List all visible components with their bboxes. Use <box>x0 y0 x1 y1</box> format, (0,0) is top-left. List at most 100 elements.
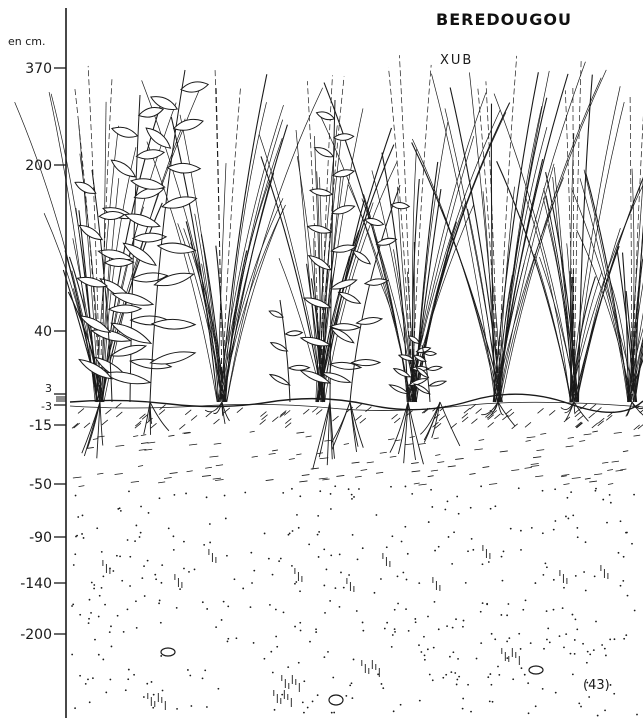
soil-hatch <box>591 422 599 429</box>
soil-dot <box>98 594 101 597</box>
soil-dot <box>158 599 161 602</box>
leafy-plant <box>388 334 432 403</box>
soil-dash <box>97 472 104 475</box>
soil-dash <box>427 475 434 478</box>
soil-dot <box>160 581 163 584</box>
soil-dot <box>498 673 501 676</box>
soil-dash <box>188 443 198 446</box>
soil-dot <box>586 681 589 684</box>
soil-dot <box>423 654 426 657</box>
soil-dash <box>301 474 310 476</box>
soil-dash <box>524 467 532 469</box>
soil-dot <box>152 693 155 696</box>
soil-dot <box>93 587 96 590</box>
soil-dash <box>201 475 211 477</box>
grass-tuft <box>411 55 607 403</box>
soil-dash <box>594 473 603 476</box>
soil-dot <box>593 575 596 578</box>
soil-dash <box>511 469 520 472</box>
soil-dot <box>279 557 282 560</box>
soil-dot <box>454 672 457 674</box>
root-system <box>204 401 230 425</box>
soil-dash <box>354 475 362 478</box>
soil-dot <box>552 608 555 611</box>
grass-tuft <box>141 68 323 403</box>
soil-dot <box>427 615 429 618</box>
soil-dash <box>478 439 485 441</box>
soil-dot <box>534 582 537 584</box>
soil-dot <box>595 620 597 623</box>
soil-hatch <box>77 408 85 414</box>
soil-dot <box>494 638 497 641</box>
soil-dot <box>569 652 572 655</box>
soil-dot <box>222 600 225 603</box>
soil-dash <box>182 431 190 434</box>
soil-hatch <box>434 422 442 429</box>
soil-dot <box>411 492 414 495</box>
soil-dot <box>205 496 208 499</box>
soil-dot <box>315 628 317 631</box>
soil-dot <box>141 577 144 580</box>
soil-dot <box>233 578 236 581</box>
soil-dot <box>109 678 112 681</box>
soil-dot <box>390 485 392 488</box>
soil-dot <box>527 682 530 685</box>
soil-dot <box>609 684 612 686</box>
soil-dot <box>613 638 616 641</box>
soil-dot <box>489 507 492 510</box>
soil-hatch <box>184 409 192 416</box>
soil-dash <box>343 443 350 445</box>
soil-hatch <box>146 417 153 424</box>
soil-dash <box>433 437 439 440</box>
soil-dot <box>345 694 348 697</box>
soil-dot <box>121 579 124 582</box>
soil-dash <box>205 466 212 469</box>
soil-dash <box>268 452 276 455</box>
soil-hatch <box>391 413 398 420</box>
soil-dash <box>388 438 395 441</box>
soil-dash <box>366 461 374 464</box>
soil-dot <box>330 554 333 557</box>
soil-dot <box>134 540 136 543</box>
soil-dot <box>295 581 298 583</box>
soil-hatch <box>115 402 122 409</box>
grass-tuft <box>493 59 643 403</box>
soil-dot <box>488 700 491 703</box>
soil-hatch <box>190 415 198 421</box>
soil-dot <box>609 501 612 504</box>
soil-dash <box>169 472 178 474</box>
soil-dot <box>267 557 270 560</box>
soil-dot <box>469 506 472 509</box>
leafy-plant <box>268 299 311 403</box>
soil-dot <box>124 689 127 692</box>
soil-dash <box>92 438 99 440</box>
soil-hatch <box>141 413 149 420</box>
soil-dot <box>393 628 396 631</box>
soil-dot <box>489 673 492 675</box>
soil-dot <box>464 581 467 584</box>
soil-dot <box>594 489 597 492</box>
soil-dot <box>188 570 190 573</box>
soil-dot <box>444 508 447 511</box>
soil-dash <box>288 458 295 460</box>
soil-dot <box>356 558 359 561</box>
soil-dot <box>287 666 290 669</box>
soil-dot <box>139 531 142 534</box>
soil-dot <box>414 621 417 624</box>
soil-dot <box>87 622 90 625</box>
soil-dot <box>462 625 464 628</box>
soil-dot <box>490 632 493 635</box>
soil-dot <box>112 570 115 572</box>
soil-dot <box>150 681 153 683</box>
root-system <box>330 401 364 453</box>
soil-dot <box>127 678 130 681</box>
soil-dot <box>175 606 178 609</box>
soil-hatch <box>633 424 640 431</box>
soil-dot <box>631 542 633 545</box>
soil-dot <box>154 573 157 576</box>
soil-dot <box>554 488 557 491</box>
soil-hatch <box>475 408 482 414</box>
soil-dot <box>450 671 453 674</box>
soil-hatch <box>485 411 492 418</box>
soil-dot <box>586 650 589 653</box>
